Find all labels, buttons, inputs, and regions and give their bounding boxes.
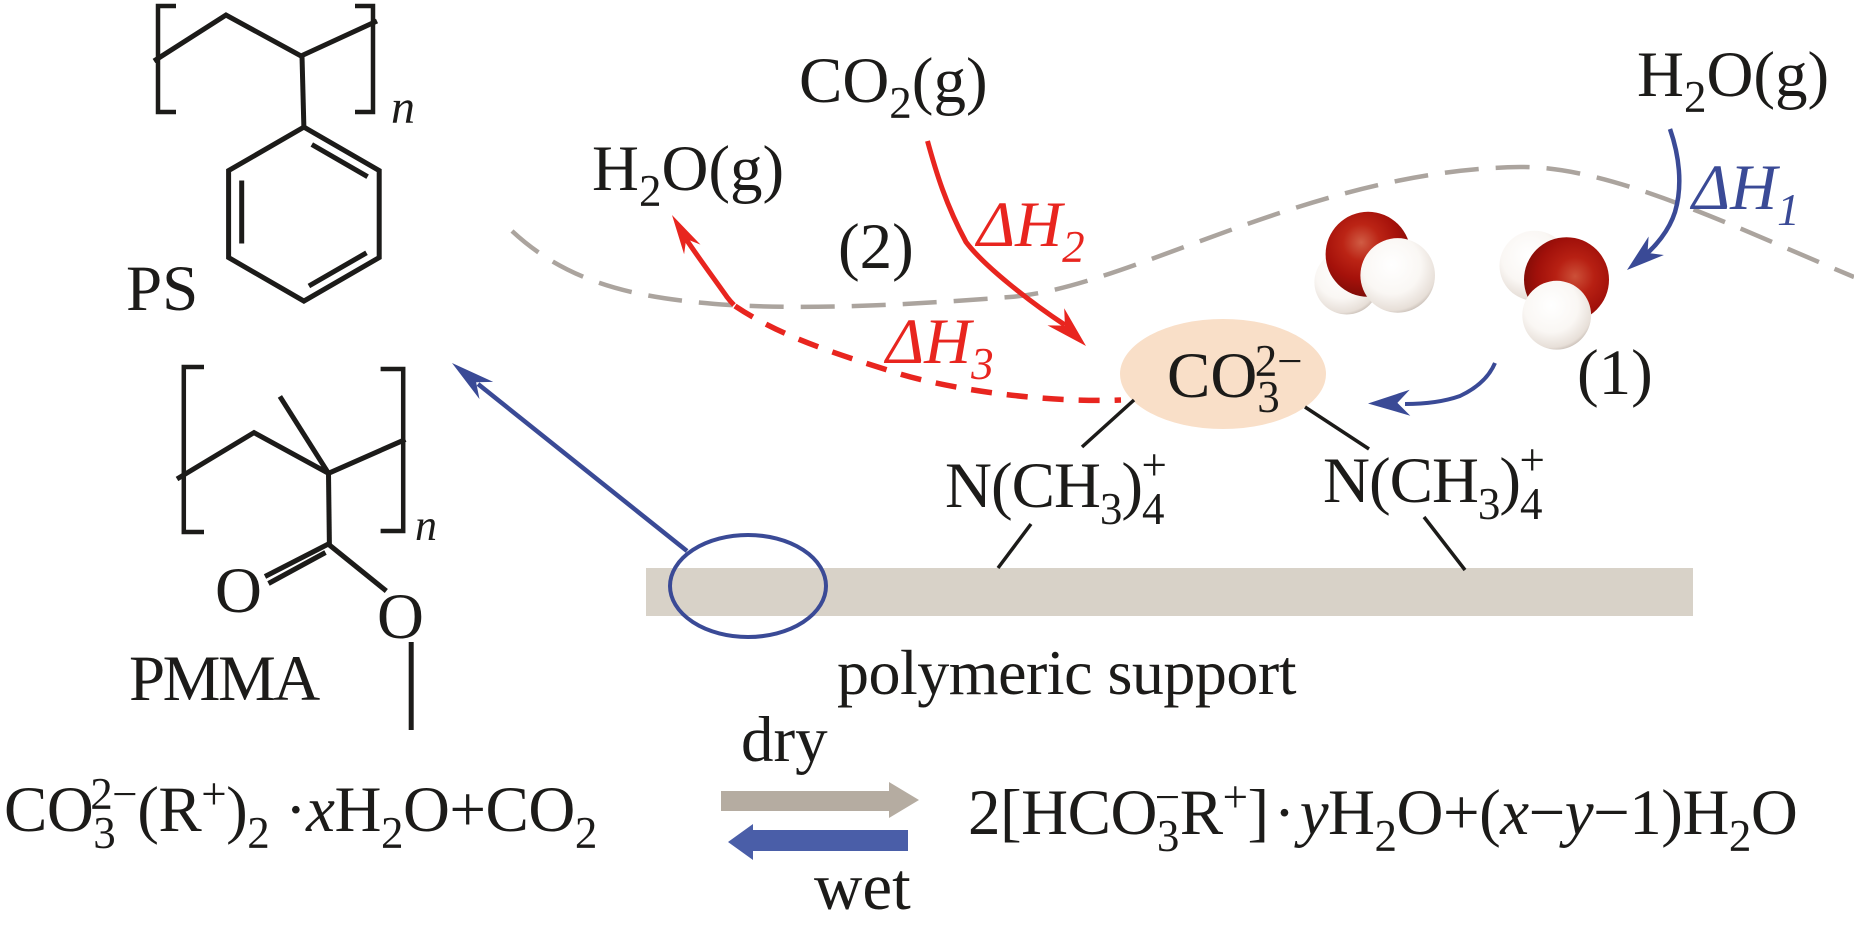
svg-text:H2O(g): H2O(g) — [1637, 39, 1829, 122]
svg-text:2[HCO3−R+] · yH2O+(x−y−1)H2O: 2[HCO3−R+] · yH2O+(x−y−1)H2O — [968, 772, 1797, 861]
svg-text:wet: wet — [814, 850, 911, 924]
svg-text:CO2(g): CO2(g) — [799, 45, 988, 128]
svg-text:CO32−(R+)2 ·xH2O+CO2: CO32−(R+)2 ·xH2O+CO2 — [4, 769, 597, 858]
svg-text:H2O(g): H2O(g) — [592, 133, 784, 216]
svg-text:N(CH3)4+: N(CH3)4+ — [1323, 435, 1544, 529]
svg-text:n: n — [415, 501, 437, 550]
svg-text:(2): (2) — [838, 211, 914, 283]
svg-text:ΔH3: ΔH3 — [883, 306, 994, 389]
svg-text:O: O — [215, 555, 262, 627]
svg-text:ΔH2: ΔH2 — [974, 189, 1085, 272]
svg-text:N(CH3)4+: N(CH3)4+ — [945, 440, 1166, 534]
svg-text:PS: PS — [126, 253, 198, 325]
svg-text:PMMA: PMMA — [129, 643, 320, 715]
svg-text:n: n — [391, 81, 415, 134]
svg-text:(1): (1) — [1577, 337, 1653, 409]
svg-text:dry: dry — [741, 704, 828, 776]
svg-text:ΔH1: ΔH1 — [1689, 152, 1800, 235]
svg-text:polymeric support: polymeric support — [837, 637, 1297, 708]
svg-text:O: O — [377, 581, 424, 653]
